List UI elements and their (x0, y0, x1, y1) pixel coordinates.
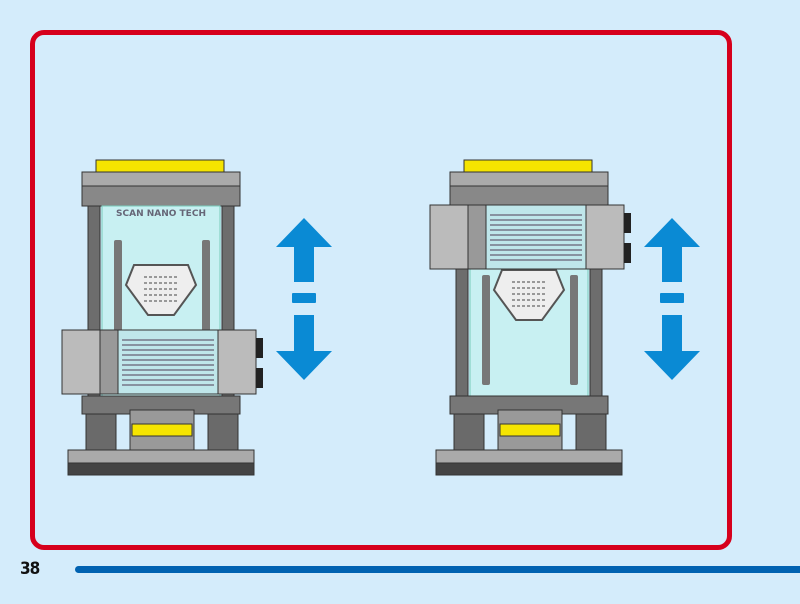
up-down-arrow-icon (276, 218, 332, 380)
footer-progress-line (75, 566, 800, 573)
bottom-yellow-plate (131, 423, 193, 437)
top-cap-lower (81, 185, 241, 207)
base-foot (67, 449, 255, 464)
clamp-side-right (585, 204, 625, 270)
top-yellow-plate (463, 159, 593, 174)
cable-strip (482, 275, 490, 385)
clamp-side-left (429, 204, 469, 270)
arrow-down (276, 315, 332, 380)
model-label: SCAN NANO TECH (116, 209, 206, 219)
top-yellow-plate (95, 159, 225, 174)
base-bottom (435, 462, 623, 476)
arrow-up (644, 218, 700, 282)
base-leg (207, 413, 239, 451)
scanner-model: SCAN NANO TECH (61, 159, 263, 476)
clamp-knob (256, 368, 263, 388)
clamp-side-left (61, 329, 101, 395)
clamp-knob (624, 243, 631, 263)
top-cap (81, 171, 241, 187)
step-frame (30, 30, 732, 550)
scanner-model (429, 159, 631, 476)
base-leg (85, 413, 117, 451)
arrow-down (644, 315, 700, 380)
up-down-arrow-icon (644, 218, 700, 380)
base-leg (575, 413, 607, 451)
arrow-dash (292, 293, 316, 303)
clamp-side-right (217, 329, 257, 395)
base-leg (453, 413, 485, 451)
clamp-side-left-inner (467, 204, 487, 270)
base-foot (435, 449, 623, 464)
clamp-knob (624, 213, 631, 233)
arrow-up (276, 218, 332, 282)
top-cap-lower (449, 185, 609, 207)
clamp-knob (256, 338, 263, 358)
base-bottom (67, 462, 255, 476)
top-cap (449, 171, 609, 187)
arrow-dash (660, 293, 684, 303)
clamp-side-left-inner (99, 329, 119, 395)
cable-strip (570, 275, 578, 385)
bottom-yellow-plate (499, 423, 561, 437)
page-number: 38 (20, 559, 40, 579)
